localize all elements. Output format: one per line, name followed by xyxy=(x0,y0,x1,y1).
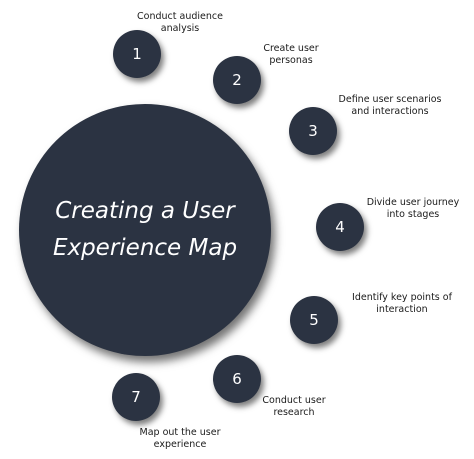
step-3-number: 3 xyxy=(308,122,318,140)
step-4-label-line-1: Divide user journey xyxy=(366,197,460,208)
step-5-circle: 5 xyxy=(290,296,338,344)
step-4-label-line-2: into stages xyxy=(386,209,440,220)
step-7-label: Map out the user experience xyxy=(125,427,235,451)
step-2-label: Create user personas xyxy=(246,43,336,67)
central-circle xyxy=(19,104,271,356)
step-6-label-line-2: research xyxy=(273,407,315,418)
central-title-line-2: Experience Map xyxy=(52,235,238,261)
step-6-circle: 6 xyxy=(213,355,261,403)
step-3-circle: 3 xyxy=(289,107,337,155)
step-7-number: 7 xyxy=(131,388,141,406)
step-4-number: 4 xyxy=(335,218,345,236)
step-5-label: Identify key points of interaction xyxy=(334,292,470,316)
step-6-number: 6 xyxy=(232,370,242,388)
step-7-circle: 7 xyxy=(112,373,160,421)
step-1-label-line-2: analysis xyxy=(160,23,200,34)
step-3-label-line-1: Define user scenarios xyxy=(338,94,442,105)
step-1-label-line-1: Conduct audience xyxy=(137,11,223,22)
step-7-label-line-1: Map out the user xyxy=(139,427,221,438)
step-5-number: 5 xyxy=(309,311,319,329)
step-1-number: 1 xyxy=(132,45,142,63)
step-3-label: Define user scenarios and interactions xyxy=(325,94,455,118)
step-2-label-line-1: Create user xyxy=(263,43,319,54)
step-1-label: Conduct audience analysis xyxy=(128,11,232,35)
step-2-circle: 2 xyxy=(213,56,261,104)
step-1-circle: 1 xyxy=(113,30,161,78)
central-title-line-1: Creating a User xyxy=(55,198,235,224)
central-title: Creating a User Experience Map xyxy=(19,104,271,356)
step-2-number: 2 xyxy=(232,71,242,89)
step-5-label-line-1: Identify key points of xyxy=(352,292,452,303)
step-3-label-line-2: and interactions xyxy=(351,106,429,117)
step-6-label: Conduct user research xyxy=(250,395,338,419)
step-4-circle: 4 xyxy=(316,203,364,251)
step-7-label-line-2: experience xyxy=(153,439,207,450)
step-6-label-line-1: Conduct user xyxy=(262,395,326,406)
step-4-label: Divide user journey into stages xyxy=(358,197,468,221)
step-2-label-line-2: personas xyxy=(269,55,313,66)
step-5-label-line-2: interaction xyxy=(376,304,428,315)
